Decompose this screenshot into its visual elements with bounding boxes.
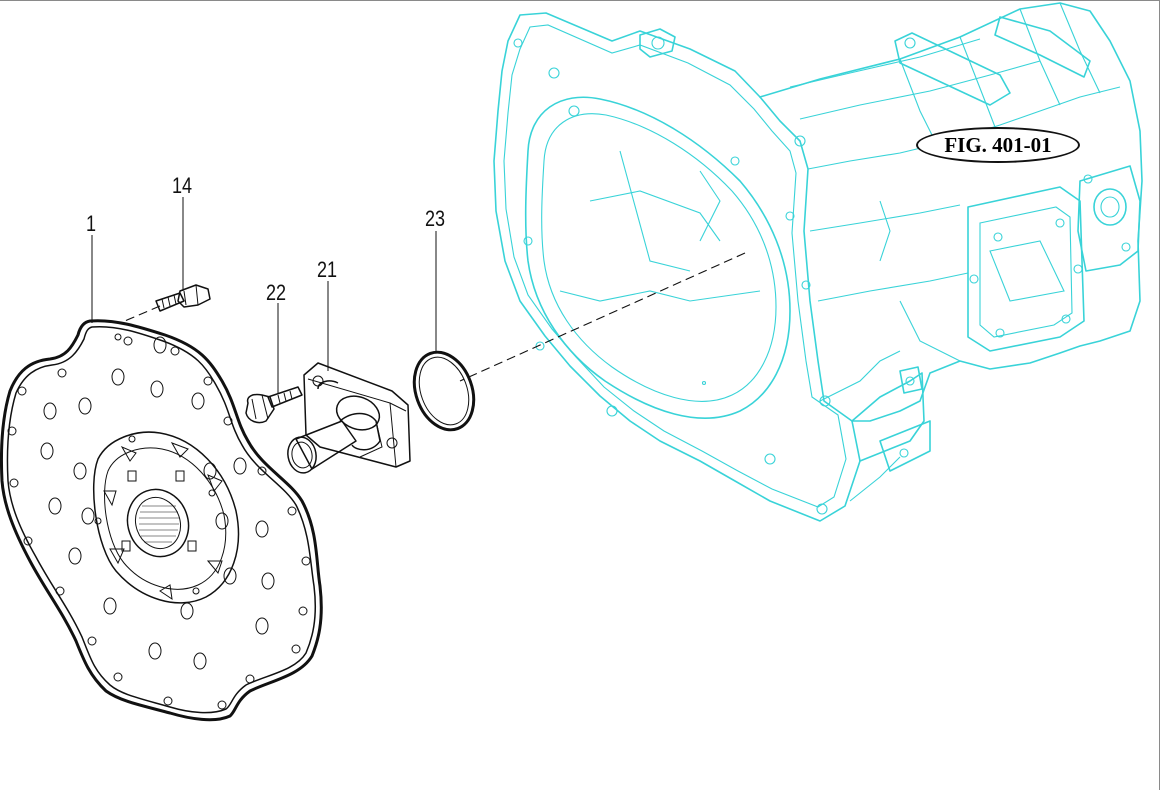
bolt-axis-line (119, 305, 161, 324)
bolt-part-14 (155, 284, 211, 312)
o-ring-part-23 (412, 350, 476, 432)
callout-bolt: 14 (172, 173, 193, 198)
figure-label-badge: FIG. 401-01 (916, 127, 1080, 163)
callout-retainer-bolt: 22 (266, 280, 287, 305)
clutch-disc (0, 319, 323, 722)
callout-clutch-disc: 1 (86, 211, 97, 236)
assembly-axis-line (459, 252, 746, 382)
transmission-housing (493, 2, 1143, 522)
callout-bearing-retainer: 21 (317, 257, 338, 282)
bolt-part-22 (245, 386, 303, 424)
callout-o-ring: 23 (425, 206, 446, 231)
bearing-retainer-part-21 (287, 362, 411, 474)
